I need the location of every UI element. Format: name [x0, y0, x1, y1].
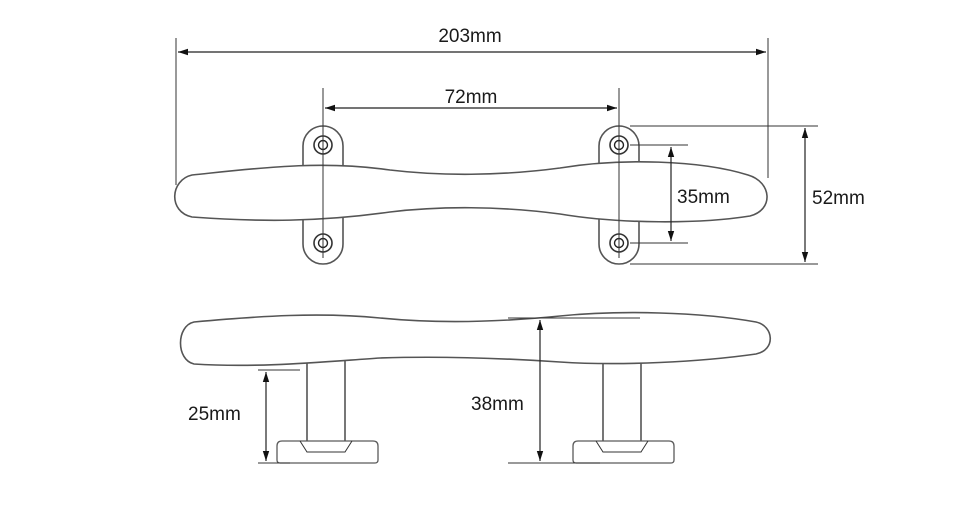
side-view: 25mm 38mm	[179, 311, 772, 464]
label-hole-spacing: 72mm	[445, 87, 498, 108]
label-total-height: 38mm	[471, 394, 524, 415]
post-left	[306, 359, 346, 443]
base-right-detail	[595, 440, 649, 453]
post-right	[602, 359, 642, 443]
label-base-hole-spacing: 35mm	[677, 187, 730, 208]
label-base-width: 52mm	[812, 188, 865, 209]
cleat-body-side	[179, 311, 772, 367]
top-view: 203mm 72mm 35mm 52mm	[174, 26, 865, 265]
label-overall-length: 203mm	[438, 26, 501, 47]
label-post-height: 25mm	[188, 404, 241, 425]
base-left-detail	[299, 440, 353, 453]
